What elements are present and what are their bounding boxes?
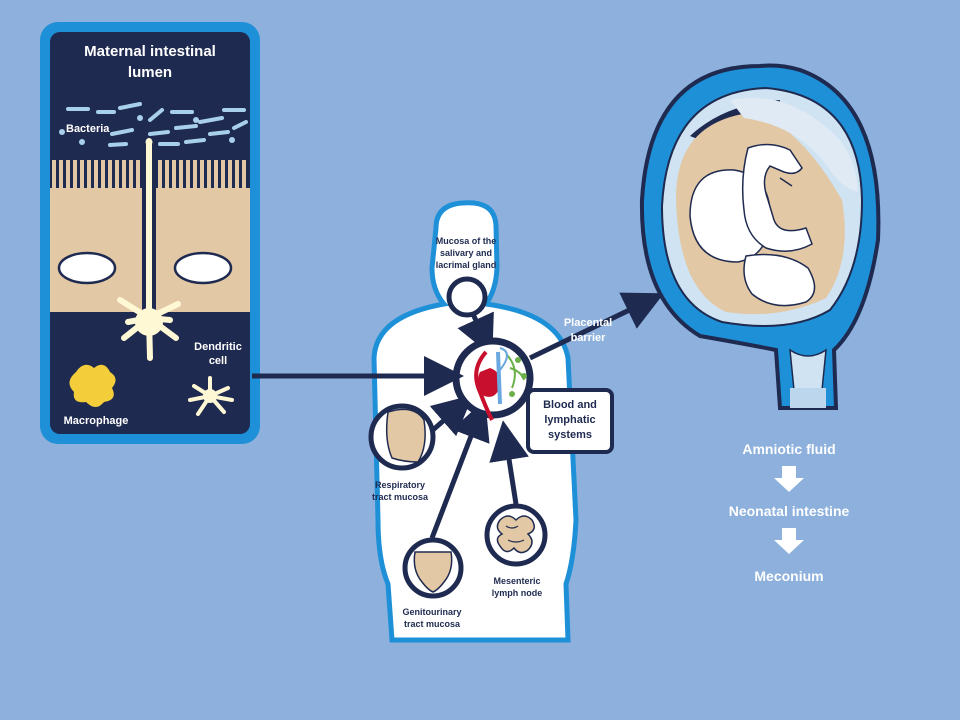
flow-step-meconium: Meconium bbox=[754, 568, 823, 584]
cervix-plug bbox=[790, 388, 826, 408]
mesenteric-lymph-node-icon bbox=[484, 503, 548, 567]
salivary-label-line2: salivary and bbox=[440, 248, 492, 258]
mesenteric-label-line1: Mesenteric bbox=[493, 576, 540, 586]
flow-arrow-2 bbox=[774, 528, 804, 554]
bacteria-cluster bbox=[66, 102, 248, 147]
blood-label-line3: systems bbox=[548, 429, 592, 441]
macrophage-icon bbox=[69, 364, 116, 407]
microvilli-right bbox=[158, 160, 246, 190]
placental-label-line1: Placental bbox=[564, 317, 612, 329]
placental-label-line2: barrier bbox=[571, 332, 607, 344]
blood-lymphatic-box bbox=[526, 388, 614, 454]
uterus-with-fetus bbox=[639, 63, 881, 410]
dendritic-cell-icon bbox=[188, 376, 234, 416]
arrow-circulation-to-placenta bbox=[528, 292, 665, 361]
cervix bbox=[789, 348, 827, 391]
mesenteric-label-line2: lymph node bbox=[492, 588, 543, 598]
genito-label-line2: tract mucosa bbox=[404, 619, 461, 629]
panel-title-line2: lumen bbox=[128, 64, 172, 81]
microvilli-left bbox=[52, 160, 140, 190]
macrophage-label: Macrophage bbox=[64, 415, 129, 427]
epithelial-cell-left bbox=[50, 188, 142, 312]
genito-label-line1: Genitourinary bbox=[402, 607, 461, 617]
circulation-hub bbox=[452, 337, 534, 421]
intestinal-lumen-panel: Maternal intestinal lumen Bacteria Dendr… bbox=[40, 22, 260, 444]
genitourinary-tract-icon bbox=[402, 537, 464, 599]
salivary-label-line1: Mucosa of the bbox=[436, 236, 497, 246]
placenta-top bbox=[730, 97, 858, 192]
maternal-body: Blood and lymphatic systems Mucosa of th… bbox=[368, 200, 614, 643]
blood-label-line2: lymphatic bbox=[544, 414, 595, 426]
dendritic-cell-in-epithelium bbox=[117, 138, 181, 361]
respiratory-label-line2: tract mucosa bbox=[372, 492, 429, 502]
epithelial-cell-right bbox=[156, 188, 250, 312]
dendritic-label-line1: Dendritic bbox=[194, 341, 242, 353]
respiratory-tract-icon bbox=[368, 403, 436, 471]
dendritic-label-line2: cell bbox=[209, 355, 227, 367]
flow-arrow-1 bbox=[774, 466, 804, 492]
neonatal-flow: Amniotic fluid Neonatal intestine Meconi… bbox=[729, 441, 850, 584]
flow-step-neonatal: Neonatal intestine bbox=[729, 503, 850, 519]
salivary-label-line3: lacrimal gland bbox=[436, 260, 497, 270]
nucleus-left bbox=[57, 251, 117, 285]
flow-step-amniotic: Amniotic fluid bbox=[742, 441, 835, 457]
salivary-gland-icon bbox=[446, 276, 488, 318]
bacteria-label: Bacteria bbox=[66, 123, 110, 135]
nucleus-right bbox=[173, 251, 233, 285]
blood-label-line1: Blood and bbox=[543, 399, 597, 411]
fetus-icon bbox=[689, 143, 816, 307]
respiratory-label-line1: Respiratory bbox=[375, 480, 425, 490]
panel-title-line1: Maternal intestinal bbox=[84, 43, 216, 60]
